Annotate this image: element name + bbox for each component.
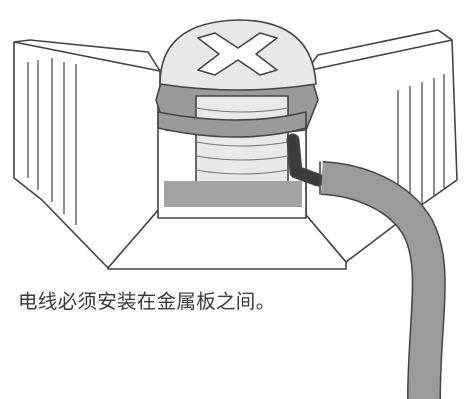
screw-assembly [155, 19, 319, 207]
cross-head-screw-icon [197, 32, 278, 76]
rib-lines [27, 58, 445, 225]
metal-plate [164, 181, 302, 207]
caption-text: 电线必须安装在金属板之间。 [18, 290, 276, 313]
washer-band [157, 111, 307, 138]
cable [286, 133, 446, 399]
screw-thread [195, 95, 289, 183]
top-rim [13, 39, 161, 72]
